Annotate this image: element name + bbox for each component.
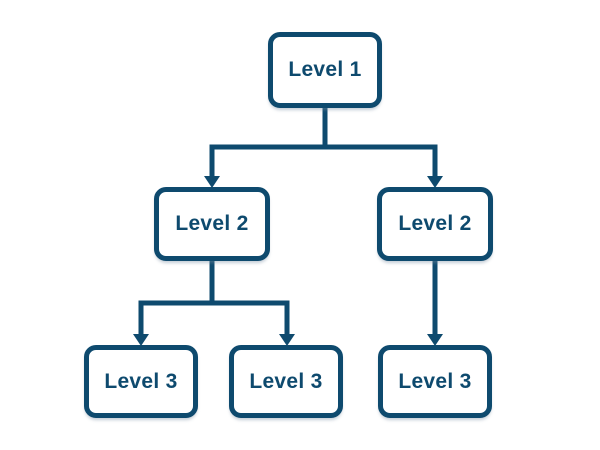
node-level-3-middle-label: Level 3	[249, 369, 323, 393]
arrowhead-level2-left-icon	[204, 176, 220, 188]
arrowhead-level3-left-icon	[133, 334, 149, 346]
arrowhead-level3-right-icon	[427, 334, 443, 346]
edge-level1-to-level2-rail	[209, 144, 438, 178]
arrowhead-level3-middle-icon	[279, 334, 295, 346]
node-level-1-label: Level 1	[288, 58, 362, 81]
node-level-3-right-label: Level 3	[398, 369, 472, 393]
node-level-3-left-label: Level 3	[104, 369, 178, 393]
node-level-3-right[interactable]: Level 3	[378, 345, 492, 418]
node-level-2-right[interactable]: Level 2	[377, 187, 493, 261]
node-level-2-left-label: Level 2	[175, 212, 249, 235]
arrowhead-level2-right-icon	[427, 176, 443, 188]
node-level-3-middle[interactable]: Level 3	[229, 345, 343, 418]
node-level-1[interactable]: Level 1	[268, 32, 382, 108]
node-level-3-left[interactable]: Level 3	[84, 345, 198, 418]
node-level-2-right-label: Level 2	[398, 212, 472, 235]
node-level-2-left[interactable]: Level 2	[154, 187, 270, 261]
edge-level2-left-to-level3-rail	[138, 300, 290, 336]
